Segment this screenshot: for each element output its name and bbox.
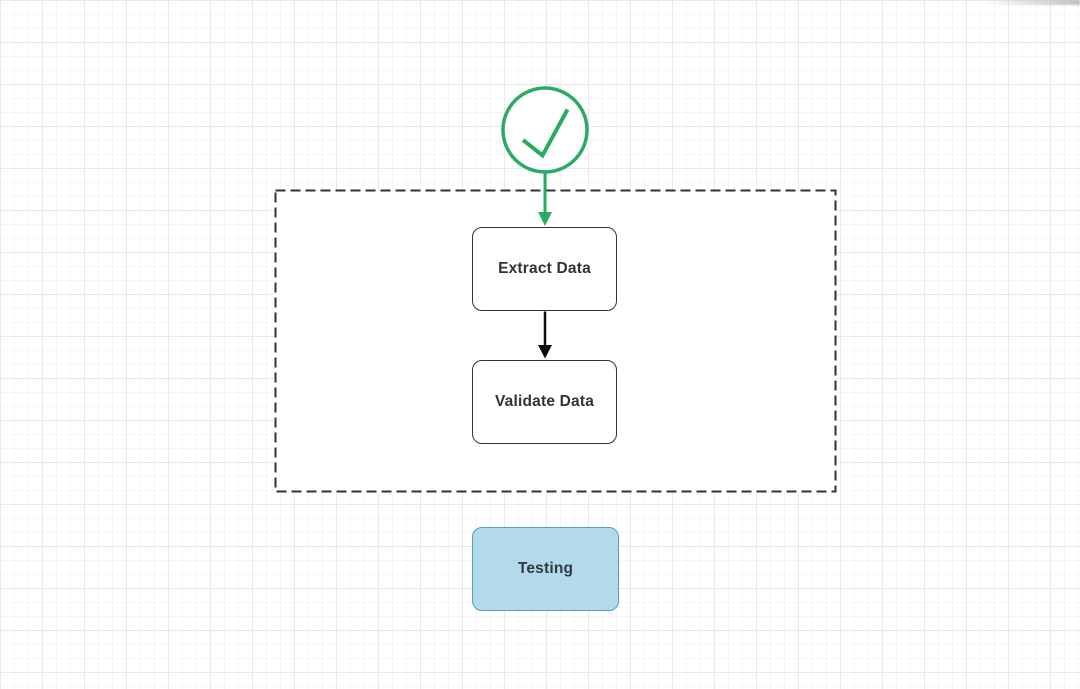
- node-validate-data-label: Validate Data: [494, 393, 595, 410]
- node-extract-data-label: Extract Data: [498, 260, 591, 277]
- node-testing[interactable]: Testing: [472, 527, 619, 611]
- node-extract-data[interactable]: Extract Data: [472, 227, 617, 311]
- node-testing-label: Testing: [517, 560, 574, 577]
- connector-extract-to-validate[interactable]: [538, 311, 552, 359]
- connector-check-to-extract[interactable]: [538, 172, 552, 226]
- node-validate-data[interactable]: Validate Data: [472, 360, 617, 444]
- check-circle-icon[interactable]: [501, 86, 589, 174]
